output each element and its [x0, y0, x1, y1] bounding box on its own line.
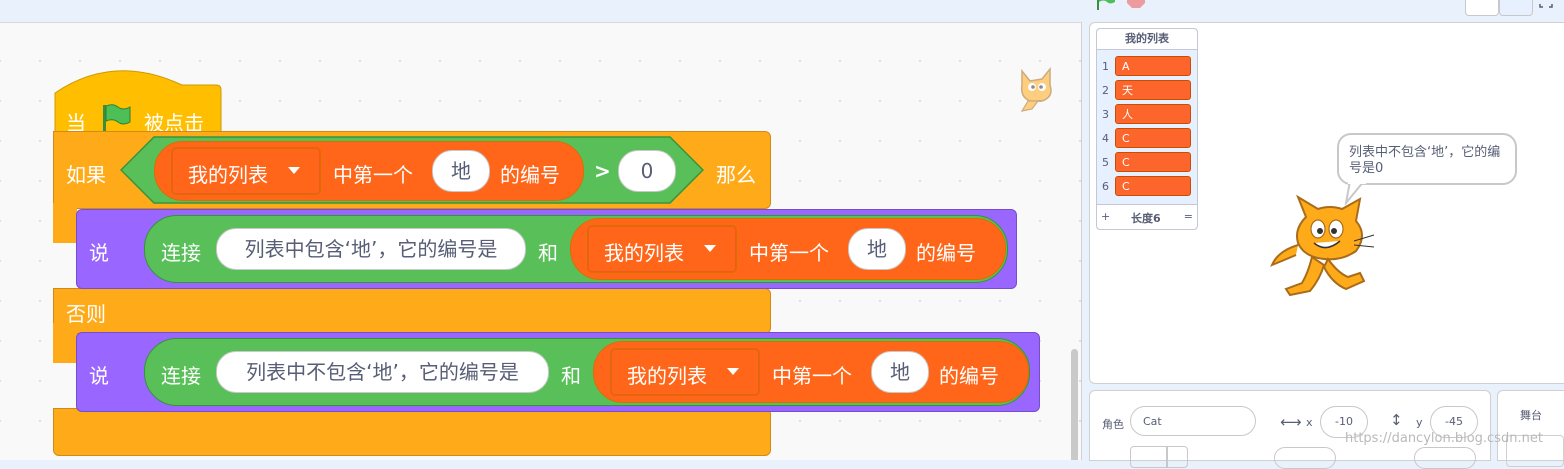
item-input-1[interactable]: 地 [848, 228, 906, 270]
list-dropdown-label: 我的列表 [188, 163, 268, 187]
else-label: 否则 [66, 302, 106, 326]
list-dropdown-label-2: 我的列表 [627, 364, 707, 388]
list-monitor-title: 我的列表 [1097, 29, 1197, 50]
y-label: y [1416, 416, 1423, 429]
first-of-label-1: 中第一个 [749, 241, 829, 265]
list-item[interactable]: 5 C [1097, 151, 1197, 175]
list-item-index: 3 [1102, 108, 1109, 121]
then-label: 那么 [716, 163, 756, 187]
if-label: 如果 [66, 163, 106, 187]
speech-text: 列表中不包含‘地’，它的编号是0 [1349, 145, 1501, 176]
green-flag-icon [103, 104, 131, 133]
if-else-bottom [53, 408, 771, 456]
direction-input[interactable] [1414, 447, 1476, 469]
stage-header [1081, 0, 1564, 22]
watermark: https://dancylon.blog.csdn.net [1345, 431, 1543, 446]
dropdown-arrow-icon [288, 167, 300, 174]
stage-selector[interactable]: 舞台 [1497, 390, 1564, 467]
item-input[interactable]: 地 [432, 150, 490, 192]
y-input[interactable]: -45 [1430, 406, 1478, 438]
join-label-1: 连接 [161, 241, 201, 265]
index-of-label-1: 的编号 [916, 241, 976, 265]
list-item-value[interactable]: 天 [1115, 80, 1191, 100]
list-add-button[interactable]: + [1101, 210, 1111, 223]
sprite-label: 角色 [1102, 418, 1124, 431]
x-arrow-icon: ⟷ [1280, 413, 1302, 431]
list-length: 长度6 [1131, 212, 1161, 225]
code-area[interactable]: 当 被点击 如果 那么 否则 我的列表 中第一个 地 的编号 > 0 说 连接 … [0, 22, 1082, 460]
index-of-label: 的编号 [500, 163, 560, 187]
list-monitor[interactable]: 我的列表 1 A 2 天 3 人 4 C 5 C 6 C + 长度6 = [1096, 28, 1198, 230]
speech-bubble: 列表中不包含‘地’，它的编号是0 [1337, 133, 1517, 185]
if-spine [53, 203, 77, 243]
list-item-value[interactable]: 人 [1115, 104, 1191, 124]
small-stage-button[interactable] [1465, 0, 1499, 16]
x-label: x [1306, 416, 1313, 429]
list-dropdown-label-1: 我的列表 [604, 241, 684, 265]
say-label-2: 说 [89, 364, 109, 388]
list-item-index: 2 [1102, 84, 1109, 97]
size-input[interactable] [1274, 447, 1336, 469]
item-input-2[interactable]: 地 [871, 351, 929, 393]
list-item-index: 4 [1102, 132, 1109, 145]
first-of-label: 中第一个 [333, 163, 413, 187]
sprite-info-pane: 角色 Cat ⟷ x -10 ↕ y -45 [1089, 390, 1491, 469]
list-item-index: 5 [1102, 156, 1109, 169]
list-item-value[interactable]: C [1115, 152, 1191, 172]
fullscreen-icon[interactable] [1539, 0, 1553, 8]
compare-value-input[interactable]: 0 [618, 150, 676, 192]
first-of-label-2: 中第一个 [772, 364, 852, 388]
sprite-name-input[interactable]: Cat [1130, 406, 1256, 436]
list-item-value[interactable]: C [1115, 128, 1191, 148]
green-flag-icon[interactable] [1095, 0, 1117, 10]
list-item-index: 1 [1102, 60, 1109, 73]
cat-sprite[interactable] [1268, 195, 1378, 305]
and-label-1: 和 [538, 241, 558, 265]
list-item-value[interactable]: C [1115, 176, 1191, 196]
else-spine [53, 323, 77, 363]
list-item[interactable]: 4 C [1097, 127, 1197, 151]
else-arm [53, 288, 771, 334]
show-sprite-button[interactable] [1130, 446, 1168, 468]
join-label-2: 连接 [161, 364, 201, 388]
join-text-input-2[interactable]: 列表中不包含‘地’，它的编号是 [216, 351, 549, 393]
and-label-2: 和 [561, 364, 581, 388]
list-item[interactable]: 6 C [1097, 175, 1197, 199]
y-arrow-icon: ↕ [1390, 411, 1403, 429]
code-scrollbar[interactable] [1071, 349, 1078, 460]
list-monitor-footer: + 长度6 = [1097, 204, 1197, 229]
say-label-1: 说 [89, 241, 109, 265]
sprite-cat-icon [1020, 66, 1052, 112]
hide-sprite-button[interactable] [1166, 446, 1188, 468]
dropdown-arrow-icon [704, 245, 716, 252]
list-item[interactable]: 3 人 [1097, 103, 1197, 127]
speech-bubble-tail [1344, 181, 1366, 205]
large-stage-button[interactable] [1499, 0, 1533, 16]
hat-when-label: 当 [66, 111, 86, 135]
greater-than-operator: > [594, 159, 611, 183]
stage-label: 舞台 [1520, 409, 1542, 422]
list-item[interactable]: 2 天 [1097, 79, 1197, 103]
stop-icon[interactable] [1127, 0, 1145, 8]
index-of-label-2: 的编号 [939, 364, 999, 388]
join-text-input-1[interactable]: 列表中包含‘地’，它的编号是 [216, 228, 526, 270]
list-item[interactable]: 1 A [1097, 55, 1197, 79]
list-item-index: 6 [1102, 180, 1109, 193]
x-input[interactable]: -10 [1320, 406, 1368, 438]
list-resize-handle[interactable]: = [1183, 210, 1193, 223]
stage[interactable]: 我的列表 1 A 2 天 3 人 4 C 5 C 6 C + 长度6 = [1089, 22, 1564, 384]
dropdown-arrow-icon [727, 368, 739, 375]
list-item-value[interactable]: A [1115, 56, 1191, 76]
